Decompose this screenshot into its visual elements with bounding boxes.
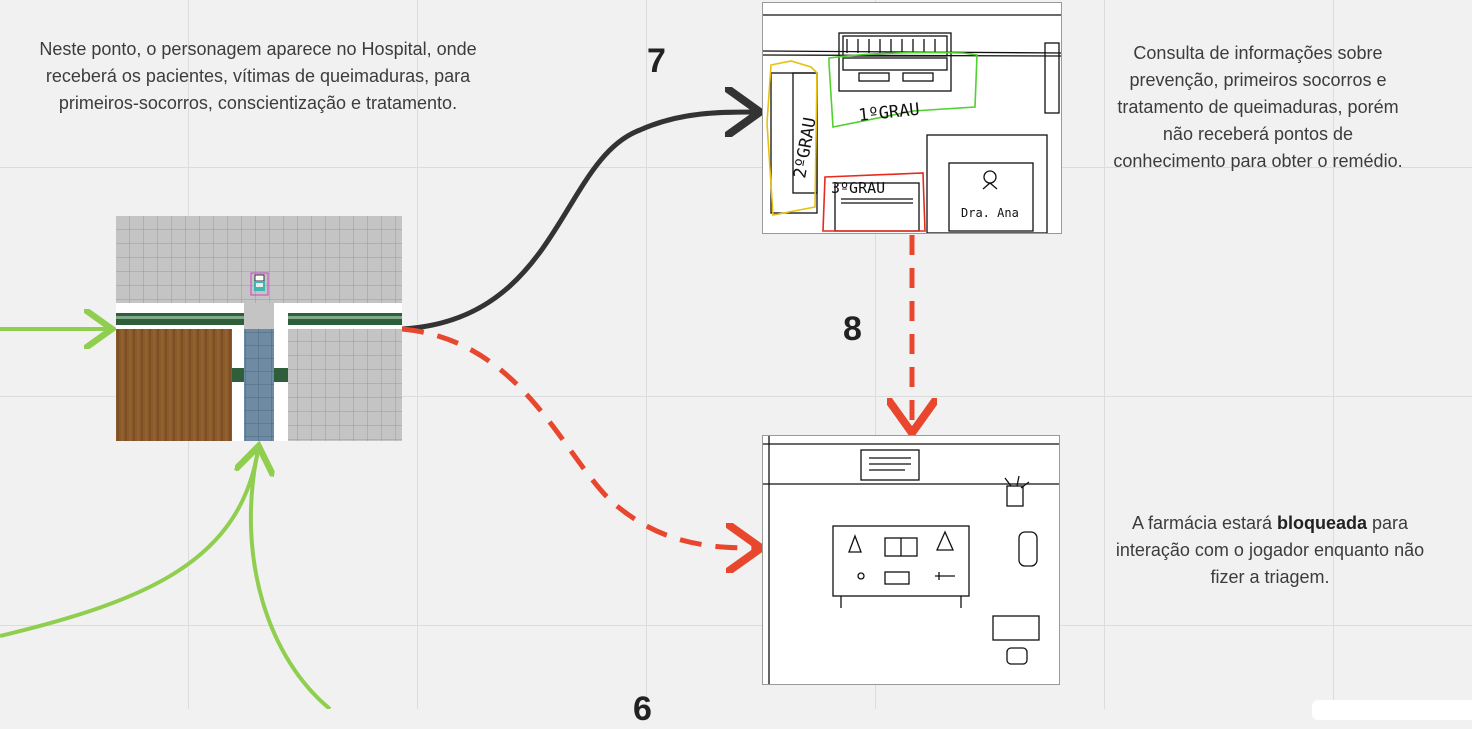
label-grau-1: 1ºGRAU: [857, 100, 920, 126]
sketch-consulta-room: 1ºGRAU 2ºGRAU 3ºGRAU Dra. Ana: [762, 2, 1062, 234]
note-hospital: Neste ponto, o personagem aparece no Hos…: [39, 39, 477, 113]
corner-panel: [1312, 700, 1472, 720]
note-farmacia: A farmácia estará bloqueada para interaç…: [1110, 510, 1430, 591]
note-farmacia-text-2: para interação com o jogador enquanto nã…: [1115, 513, 1425, 587]
step-7: 7: [647, 42, 666, 80]
sketch-farmacia-room: [762, 435, 1060, 685]
hospital-tilemap: [116, 216, 402, 441]
label-grau-3: 3ºGRAU: [831, 179, 885, 197]
step-8: 8: [843, 310, 862, 348]
red-dashed-arrow-to-farmacia: [401, 326, 756, 548]
dark-arrow-to-consulta: [401, 112, 755, 332]
hospital-game-map: [116, 216, 402, 441]
note-consulta: Consulta de informações sobre prevenção,…: [1113, 43, 1403, 171]
green-arrow-bottom-left: [0, 450, 258, 638]
note-farmacia-text-1: A farmácia estará: [1131, 513, 1278, 533]
label-doctor: Dra. Ana: [961, 206, 1019, 220]
consulta-room-sketch: 1ºGRAU 2ºGRAU 3ºGRAU Dra. Ana: [763, 14, 1061, 233]
farmacia-room-sketch: [763, 436, 1059, 684]
player-character-icon: [250, 272, 269, 296]
step-6: 6: [633, 690, 652, 728]
connectors: [0, 0, 1472, 709]
green-arrow-bottom: [248, 449, 332, 709]
note-farmacia-bold: bloqueada: [1277, 513, 1368, 533]
